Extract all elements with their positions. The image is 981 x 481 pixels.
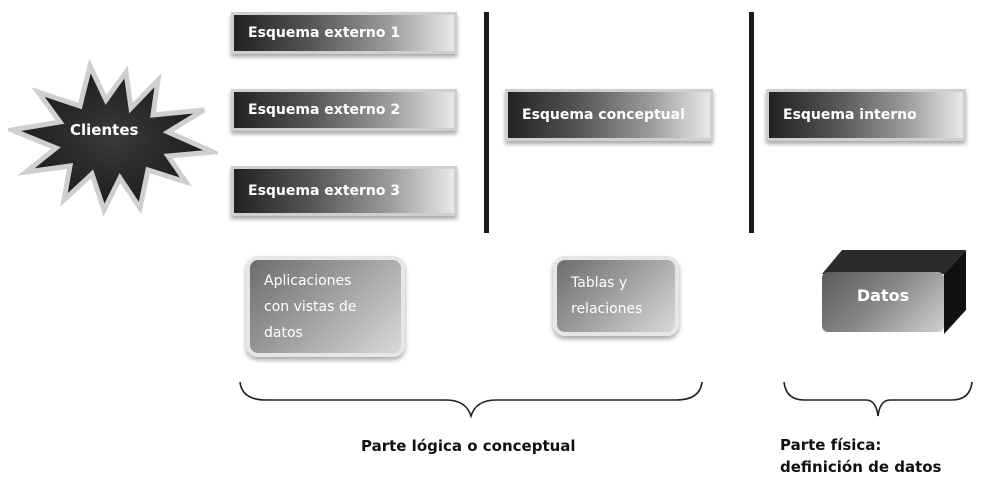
external-schema-3: Esquema externo 3 — [231, 166, 457, 216]
applications-line-2: con vistas de — [264, 299, 357, 315]
external-schema-2: Esquema externo 2 — [231, 89, 457, 131]
logical-part-caption: Parte lógica o conceptual — [361, 437, 576, 455]
separator-line-2 — [749, 12, 754, 233]
starburst-shape — [8, 60, 218, 217]
tables-line-2: relaciones — [571, 301, 643, 317]
datos-block: Datos — [822, 272, 944, 332]
physical-part-caption-line-2: definición de datos — [780, 458, 942, 476]
tables-line-1: Tablas y — [571, 275, 628, 291]
datos-block-side — [944, 250, 966, 334]
separator-line-1 — [484, 12, 489, 233]
physical-brace — [783, 381, 973, 417]
datos-block-top — [822, 250, 966, 274]
logical-brace — [239, 381, 703, 419]
applications-box: Aplicaciones con vistas de datos — [246, 256, 405, 357]
clientes-starburst — [8, 60, 218, 217]
tables-box: Tablas y relaciones — [553, 256, 679, 336]
applications-line-1: Aplicaciones — [264, 273, 352, 289]
clientes-label: Clientes — [70, 121, 139, 139]
applications-line-3: datos — [264, 325, 303, 341]
internal-schema: Esquema interno — [766, 89, 966, 141]
conceptual-schema: Esquema conceptual — [505, 89, 713, 141]
physical-part-caption-line-1: Parte física: — [780, 436, 882, 454]
datos-block-depth — [822, 250, 966, 334]
external-schema-1: Esquema externo 1 — [231, 12, 457, 54]
